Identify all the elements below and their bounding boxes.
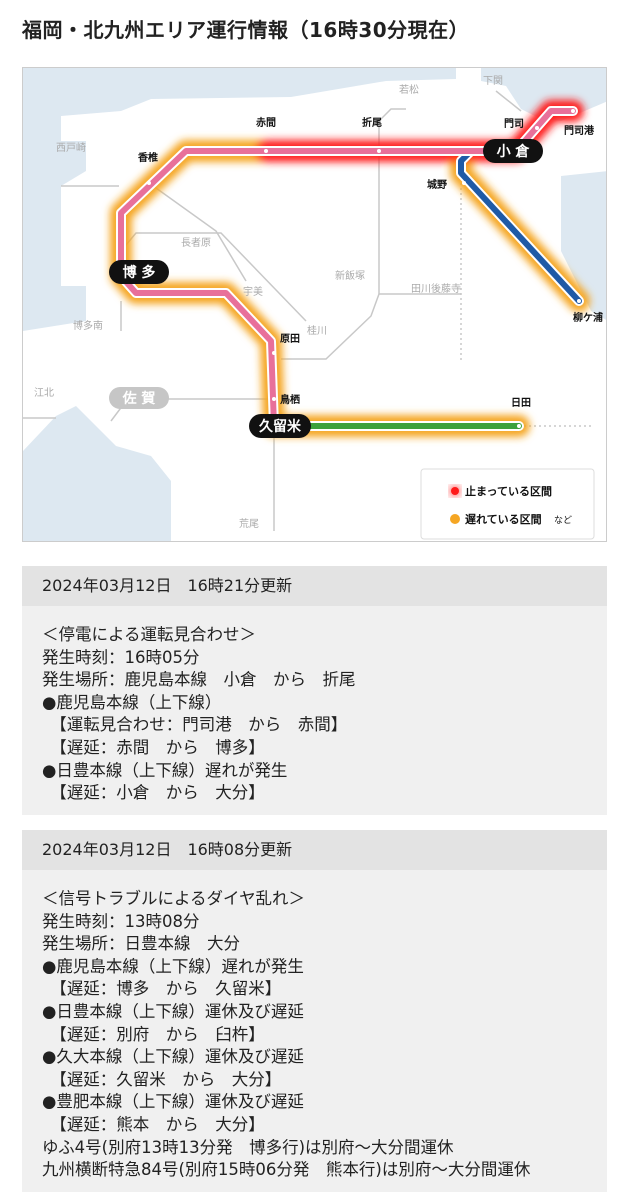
notice-line: ●鹿児島本線（上下線）遅れが発生 bbox=[42, 956, 304, 976]
notice-line: 発生場所：日豊本線 大分 bbox=[42, 934, 240, 954]
station-moji: 門司 bbox=[504, 118, 524, 130]
notice-block: 2024年03月12日 16時08分更新 ＜信号トラブルによるダイヤ乱れ＞ 発生時… bbox=[22, 830, 607, 1192]
station-hakataminami: 博多南 bbox=[73, 319, 103, 332]
notice-line: 発生時刻：13時08分 bbox=[42, 911, 200, 931]
station-hita: 日田 bbox=[511, 397, 531, 409]
notice-line: ●日豊本線（上下線）運休及び遅延 bbox=[42, 1001, 304, 1021]
station-shiniizuka: 新飯塚 bbox=[335, 269, 365, 282]
kagoshima-line bbox=[118, 108, 576, 429]
notice-line: 【遅延：別府 から 臼杵】 bbox=[42, 1024, 265, 1044]
station-jono: 城野 bbox=[427, 178, 447, 191]
legend-stopped: 止まっている区間 bbox=[465, 484, 552, 498]
station-mojiko: 門司港 bbox=[564, 124, 595, 137]
notice-line: 【遅延：赤間 から 博多】 bbox=[42, 737, 265, 757]
notice-line: ●日豊本線（上下線）遅れが発生 bbox=[42, 760, 288, 780]
station-akama: 赤間 bbox=[256, 116, 276, 129]
notice-updated: 2024年03月12日 16時21分更新 bbox=[22, 566, 607, 606]
sea-area bbox=[23, 68, 606, 541]
notice-line: 【運転見合わせ：門司港 から 赤間】 bbox=[42, 715, 348, 735]
page-title: 福岡・北九州エリア運行情報（16時30分現在） bbox=[22, 18, 470, 42]
station-kurume: 久留米 bbox=[258, 418, 302, 435]
station-keisen: 桂川 bbox=[307, 324, 327, 337]
station-wakamatsu: 若松 bbox=[399, 83, 419, 96]
station-arao: 荒尾 bbox=[239, 518, 259, 530]
station-kokura: 小 倉 bbox=[497, 143, 531, 160]
delayed-legend-swatch bbox=[450, 514, 460, 524]
notice-line: ●鹿児島本線（上下線） bbox=[42, 692, 222, 712]
notice-line: 【遅延：久留米 から 大分】 bbox=[42, 1069, 282, 1089]
station-nishitozaki: 西戸崎 bbox=[56, 141, 86, 154]
legend-delayed: 遅れている区間 bbox=[465, 513, 542, 526]
notice-block: 2024年03月12日 16時21分更新 ＜停電による運転見合わせ＞ 発生時刻：1… bbox=[22, 566, 607, 815]
map-legend: 止まっている区間 遅れている区間 など bbox=[420, 468, 595, 540]
notice-line: 九州横断特急84号(別府15時06分発 熊本行)は別府～大分間運休 bbox=[42, 1160, 531, 1180]
notice-line: 発生時刻：16時05分 bbox=[42, 647, 200, 667]
station-saga: 佐 賀 bbox=[122, 390, 156, 407]
notice-updated: 2024年03月12日 16時08分更新 bbox=[22, 830, 607, 870]
station-umi: 宇美 bbox=[243, 285, 263, 298]
notice-line: ＜信号トラブルによるダイヤ乱れ＞ bbox=[42, 889, 306, 908]
station-hakata: 博 多 bbox=[123, 264, 156, 281]
notice-line: ＜停電による運転見合わせ＞ bbox=[42, 625, 257, 644]
notice-body: ＜信号トラブルによるダイヤ乱れ＞発生時刻：13時08分発生場所：日豊本線 大分●… bbox=[22, 870, 607, 1192]
station-shimonoseki: 下関 bbox=[483, 75, 503, 87]
station-yanagaura: 柳ケ浦 bbox=[573, 311, 603, 324]
notice-line: 発生場所：鹿児島本線 小倉 から 折尾 bbox=[42, 670, 356, 690]
legend-delayed-suffix: など bbox=[554, 515, 572, 526]
notice-line: ●久大本線（上下線）運休及び遅延 bbox=[42, 1047, 304, 1067]
notice-line: ●豊肥本線（上下線）運休及び遅延 bbox=[42, 1092, 304, 1112]
notice-line: 【遅延：熊本 から 大分】 bbox=[42, 1114, 265, 1134]
other-lines bbox=[23, 90, 591, 531]
route-map-svg: 門司港 門司 赤間 折尾 香椎 城野 柳ケ浦 原田 鳥栖 日田 若松 下関 西戸… bbox=[23, 68, 606, 541]
notice-line: ゆふ4号(別府13時13分発 博多行)は別府～大分間運休 bbox=[42, 1137, 454, 1157]
route-map: 門司港 門司 赤間 折尾 香椎 城野 柳ケ浦 原田 鳥栖 日田 若松 下関 西戸… bbox=[22, 67, 607, 542]
notice-body: ＜停電による運転見合わせ＞ 発生時刻：16時05分発生場所：鹿児島本線 小倉 から… bbox=[22, 606, 607, 815]
station-haruda: 原田 bbox=[280, 333, 300, 345]
station-nagasabaru: 長者原 bbox=[181, 237, 211, 249]
station-tosu: 鳥栖 bbox=[280, 393, 300, 406]
station-orio: 折尾 bbox=[362, 116, 382, 129]
station-tagawagotoji: 田川後藤寺 bbox=[411, 282, 461, 295]
station-kashii: 香椎 bbox=[138, 151, 158, 164]
notice-line: 【遅延：小倉 から 大分】 bbox=[42, 783, 265, 803]
station-koutoku: 江北 bbox=[34, 387, 54, 399]
notice-line: 【遅延：博多 から 久留米】 bbox=[42, 979, 282, 999]
